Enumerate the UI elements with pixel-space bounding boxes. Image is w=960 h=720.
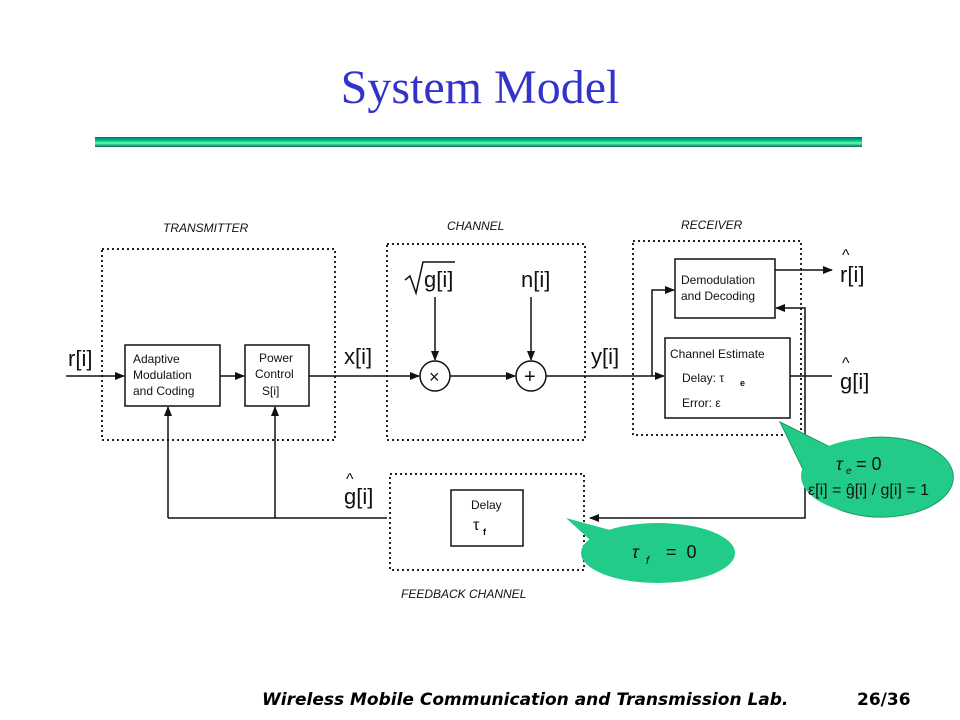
adaptive-block-line3: and Coding	[133, 384, 194, 398]
callout-tau-e-rest: = 0	[856, 454, 882, 474]
hat-r: ^	[842, 247, 850, 264]
signal-g-hat-feedback: g[i]	[344, 484, 373, 509]
feedback-label: FEEDBACK CHANNEL	[401, 587, 526, 601]
signal-y: y[i]	[591, 344, 619, 369]
channel-estimate-block	[664, 337, 791, 419]
title-rule	[95, 137, 862, 147]
signal-sqrt-g: g[i]	[424, 267, 453, 292]
adaptive-modulation-block	[124, 344, 221, 407]
callout-epsilon: ε[i] = ĝ[i] / g[i] = 1	[808, 482, 929, 499]
callout-tau-f-sub: f	[646, 555, 650, 567]
delay-block-line1: Delay	[471, 498, 502, 512]
receiver-label: RECEIVER	[681, 218, 743, 232]
signal-r-input: r[i]	[68, 346, 92, 371]
feedback-return-line	[589, 376, 806, 522]
signal-r-hat: r[i]	[840, 262, 864, 287]
multiplier-symbol: ×	[429, 367, 440, 387]
hat-g-feedback: ^	[346, 471, 354, 488]
page-number: 26/36	[857, 690, 911, 710]
power-control-block	[244, 344, 310, 407]
power-block-line3: S[i]	[262, 384, 279, 398]
hat-g: ^	[842, 355, 850, 372]
receiver-frame	[632, 240, 802, 436]
callout-tau-f: τ	[632, 542, 640, 562]
to-demod-arrow	[651, 286, 675, 376]
feedback-callout	[581, 523, 735, 583]
demodulation-block	[674, 258, 776, 319]
estimate-block-sub: e	[740, 378, 745, 388]
demod-block-line1: Demodulation	[681, 273, 755, 287]
channel-frame	[386, 243, 586, 441]
signal-x: x[i]	[344, 344, 372, 369]
transmitter-frame	[101, 248, 336, 441]
estimate-block-line1: Channel Estimate	[670, 347, 765, 361]
signal-n: n[i]	[521, 267, 550, 292]
demod-block-line2: and Decoding	[681, 289, 755, 303]
channel-label: CHANNEL	[447, 219, 504, 233]
signal-g-hat: g[i]	[840, 369, 869, 394]
delay-block-tau: τ	[473, 517, 480, 534]
footer-lab-name: Wireless Mobile Communication and Transm…	[262, 690, 789, 710]
estimate-block-line3: Error: ε	[682, 396, 721, 410]
adaptive-block-line1: Adaptive	[133, 352, 180, 366]
power-block-line1: Power	[259, 351, 293, 365]
delay-block	[450, 489, 524, 547]
sqrt-symbol	[404, 261, 455, 296]
estimate-to-demod-arrow	[775, 304, 806, 376]
callout-tau-e: τ	[836, 454, 844, 474]
receiver-callout-body	[801, 438, 945, 514]
transmitter-label: TRANSMITTER	[163, 221, 249, 235]
estimate-block-line2: Delay: τ	[682, 371, 724, 385]
power-block-line2: Control	[255, 367, 294, 381]
callout-tau-f-rest: = 0	[666, 542, 697, 562]
callout-tau-e-sub: e	[846, 466, 852, 477]
slide-title: System Model	[340, 61, 620, 114]
adder-symbol: +	[524, 366, 536, 388]
delay-block-sub: f	[483, 527, 487, 537]
adaptive-block-line2: Modulation	[133, 368, 192, 382]
feedback-frame	[389, 473, 585, 571]
